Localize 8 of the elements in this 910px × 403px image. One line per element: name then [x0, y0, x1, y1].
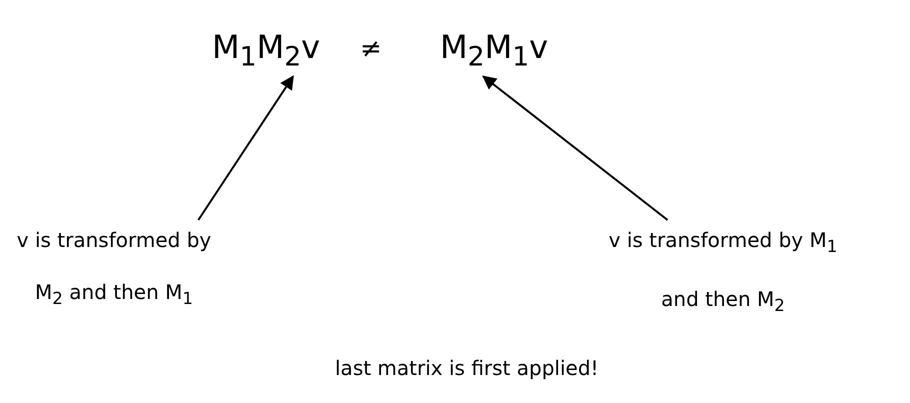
arrow	[198, 75, 294, 221]
note-text: last matrix is first applied!	[335, 356, 599, 380]
explanation-text: v is transformed by M$_{2}$ and then M$_{1}$	[16, 227, 212, 310]
arrow	[482, 76, 668, 221]
formula: M$_{2}$M$_{1}$v	[440, 28, 548, 72]
not-equal-sign: ≠	[360, 34, 382, 64]
formula: M$_{1}$M$_{2}$v	[212, 28, 320, 72]
explanation-text: v is transformed by M$_{1}$ and then M$_{2}$	[608, 227, 838, 317]
